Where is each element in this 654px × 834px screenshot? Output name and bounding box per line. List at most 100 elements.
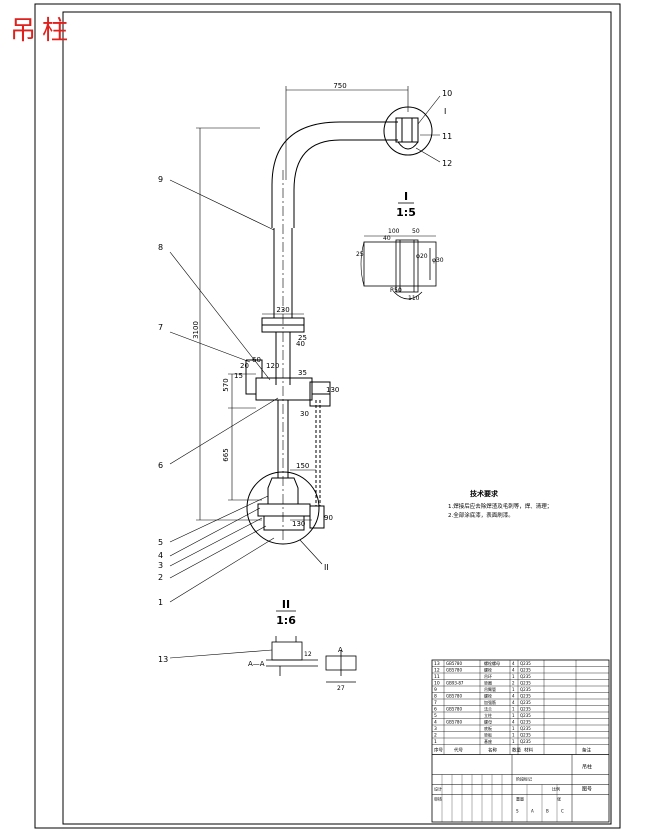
parts-row-code: GB93-87	[446, 681, 464, 686]
parts-row-qty: 1	[512, 726, 515, 731]
parts-row-num: 6	[434, 707, 437, 713]
detail-II-dim-12: 12	[304, 651, 312, 658]
page-title: 吊柱	[10, 16, 75, 46]
parts-row-code: GB5780	[446, 720, 462, 725]
design-label: 设计	[434, 786, 442, 792]
detail-II-label: II	[282, 598, 290, 611]
parts-row-name: 螺母	[484, 719, 492, 725]
leader-number: 4	[158, 551, 163, 560]
parts-row-qty: 4	[512, 668, 515, 673]
parts-row-num: 4	[434, 720, 437, 726]
parts-row-material: Q235	[520, 720, 531, 725]
dimension-texts: 750 3100 230 25 40 60 20 15 570 120 665 …	[192, 82, 347, 528]
parts-row-qty: 4	[512, 694, 515, 699]
stage-mark: A	[531, 809, 534, 814]
detail-II-dim-27: 27	[337, 685, 345, 692]
dim-130-right: 130	[326, 386, 339, 394]
parts-row-qty: 4	[512, 700, 515, 705]
parts-row-material: Q235	[520, 694, 531, 699]
detail-I-dim: 110	[408, 295, 420, 302]
leader-number: 5	[158, 538, 163, 547]
parts-header: 名称	[488, 747, 497, 754]
parts-row-material: Q235	[520, 733, 531, 738]
marker-II: II	[324, 563, 329, 572]
parts-row-name: 吊环	[484, 674, 492, 679]
leader-number: 13	[158, 655, 168, 664]
dim-230: 230	[276, 306, 289, 314]
detail-I-dim: R50	[390, 287, 402, 294]
parts-row-material: Q235	[520, 661, 531, 666]
parts-row-num: 7	[434, 700, 437, 706]
check-label: 审核	[434, 796, 442, 802]
parts-row-code: GB5780	[446, 668, 462, 673]
section-letter: A	[338, 646, 343, 654]
stage-label: 阶段标记	[516, 776, 532, 782]
leader-number: 10	[442, 89, 452, 98]
parts-row-qty: 4	[512, 661, 515, 666]
detail-I-dim: 40	[383, 235, 391, 242]
parts-row-material: Q235	[520, 739, 531, 744]
parts-row-material: Q235	[520, 700, 531, 705]
tech-line-1: 1.焊接后应去除焊渣及毛刺等，焊、清理；	[448, 502, 552, 510]
detail-I-label: I	[404, 190, 408, 203]
parts-header: 材料	[524, 747, 533, 754]
drawing-number-label: 图号	[582, 787, 592, 793]
parts-row-qty: 2	[512, 681, 515, 686]
dim-150: 150	[296, 462, 309, 470]
parts-row-num: 13	[434, 661, 440, 667]
leader-number: 8	[158, 243, 163, 252]
dim-130-bottom: 130	[292, 520, 305, 528]
detail-I-view	[360, 235, 437, 300]
detail-I-dim: 25	[356, 251, 364, 258]
leader-number: 2	[158, 573, 163, 582]
leader-number: 12	[442, 159, 452, 168]
detail-I-dim: 100	[388, 228, 400, 235]
parts-row-name: 底板	[484, 725, 492, 731]
parts-row-material: Q235	[520, 687, 531, 692]
marker-I: I	[444, 107, 446, 116]
detail-I-dim: φ20	[416, 253, 428, 260]
dim-665: 665	[222, 448, 230, 461]
weight-label: 重量	[516, 796, 524, 802]
leader-number: 6	[158, 461, 163, 470]
inner-border	[62, 11, 612, 825]
parts-header: 代号	[454, 747, 463, 754]
leader-number: 11	[442, 132, 452, 141]
sheet-label: 张	[557, 796, 561, 802]
dim-35: 35	[298, 369, 307, 377]
parts-row-qty: 1	[512, 739, 515, 744]
dim-30: 30	[300, 410, 309, 418]
leader-number: 9	[158, 175, 163, 184]
tech-line-2: 2.全部涂底漆，表面刷漆。	[448, 511, 514, 519]
parts-row-material: Q235	[520, 707, 531, 712]
dim-3100: 3100	[192, 321, 200, 339]
parts-row-qty: 1	[512, 687, 515, 692]
parts-row-num: 11	[434, 674, 440, 680]
parts-row-num: 9	[434, 687, 437, 693]
title-cell: 吊柱	[582, 764, 592, 771]
parts-row-code: GB5780	[446, 707, 462, 712]
parts-row-name: 螺栓螺母	[484, 660, 500, 666]
parts-row-qty: 1	[512, 674, 515, 679]
parts-row-num: 2	[434, 733, 437, 739]
dimension-lines	[196, 86, 409, 521]
dim-25: 25	[298, 334, 307, 342]
parts-row-num: 10	[434, 681, 440, 687]
section-label: A—A	[248, 660, 265, 668]
parts-row-material: Q235	[520, 674, 531, 679]
tech-title: 技术要求	[470, 489, 499, 498]
parts-row-num: 8	[434, 694, 437, 700]
stage-mark: S	[516, 809, 519, 814]
dim-15: 15	[234, 372, 243, 380]
parts-header: 备注	[582, 747, 591, 754]
parts-row-qty: 1	[512, 713, 515, 718]
main-post	[245, 106, 433, 545]
parts-row-material: Q235	[520, 713, 531, 718]
tech-requirements: 技术要求 1.焊接后应去除焊渣及毛刺等，焊、清理； 2.全部涂底漆，表面刷漆。	[448, 489, 552, 519]
leader-number: 3	[158, 561, 163, 570]
parts-row-name: 加强筋	[484, 699, 496, 705]
